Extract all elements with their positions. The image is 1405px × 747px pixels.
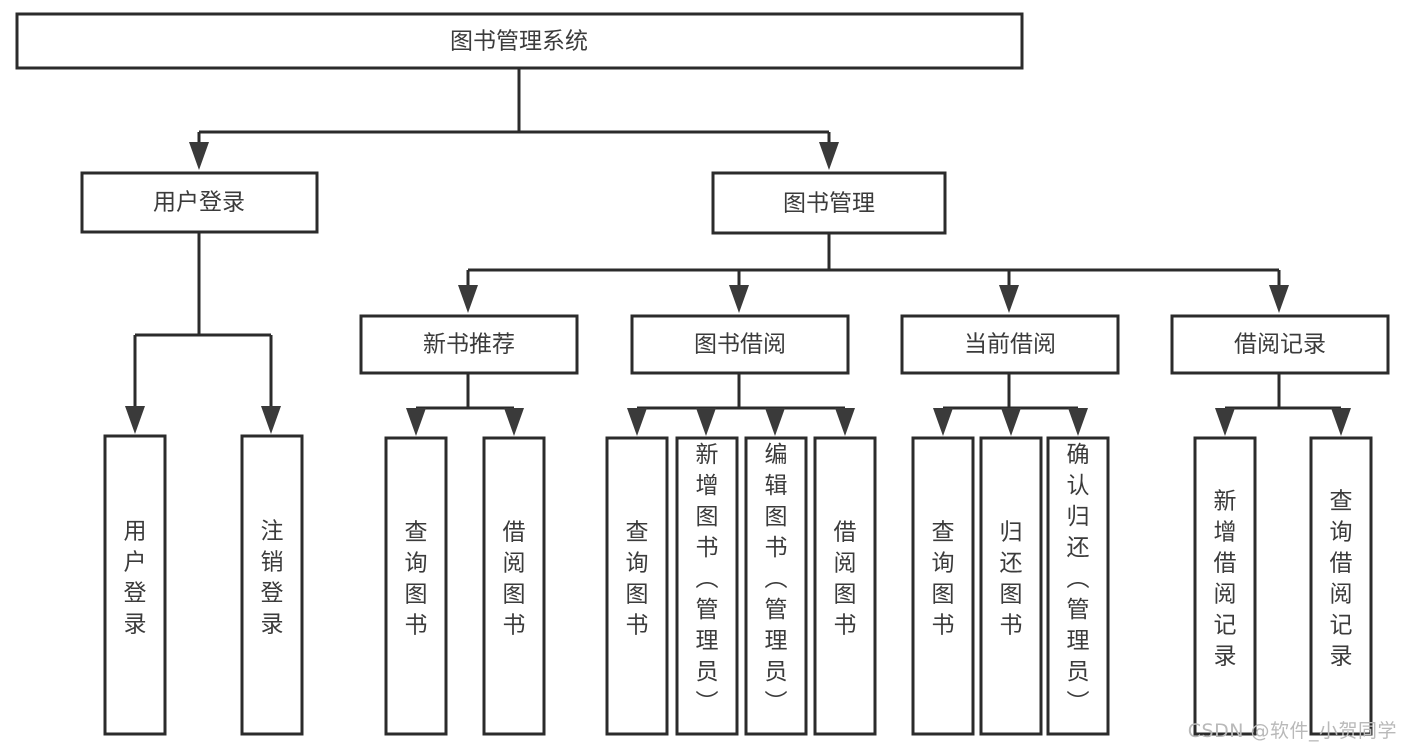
leaf-user-login-1-label: 用户登录 bbox=[124, 519, 147, 638]
leaf-recommend-1-box bbox=[384, 436, 448, 736]
leaf-recommend-1[interactable]: 查询图书 bbox=[384, 436, 448, 736]
arrowhead-recommend-leaf-1 bbox=[406, 408, 426, 436]
leaf-current-borrow-3-box bbox=[1046, 436, 1110, 736]
leaf-book-borrow-1-box bbox=[605, 436, 669, 736]
node-current-borrow[interactable]: 当前借阅 bbox=[900, 314, 1120, 375]
leaf-book-borrow-4[interactable]: 借阅图书 bbox=[813, 436, 877, 736]
leaf-current-borrow-2-box bbox=[979, 436, 1043, 736]
arrowhead-root-to-user-login bbox=[189, 142, 209, 170]
leaf-user-login-2-box bbox=[240, 434, 304, 736]
leaf-book-borrow-2[interactable]: 新增图书︵管理员︶ bbox=[675, 436, 739, 736]
node-borrow-record-box bbox=[1170, 314, 1390, 375]
leaf-borrow-record-2-box bbox=[1309, 436, 1373, 736]
node-root-system-label: 图书管理系统 bbox=[450, 29, 588, 55]
leaf-borrow-record-1[interactable]: 新增借阅记录 bbox=[1193, 436, 1257, 736]
node-user-login-box bbox=[80, 171, 319, 234]
node-user-login-label: 用户登录 bbox=[153, 190, 245, 216]
leaf-user-login-1[interactable]: 用户登录 bbox=[103, 434, 167, 736]
arrowhead-current-leaf-2 bbox=[1001, 408, 1021, 436]
leaf-current-borrow-1[interactable]: 查询图书 bbox=[911, 436, 975, 736]
node-book-borrow-box bbox=[630, 314, 850, 375]
leaf-book-borrow-4-label: 借阅图书 bbox=[834, 520, 857, 639]
node-root-system-box bbox=[15, 12, 1024, 70]
leaf-book-borrow-3-box bbox=[744, 436, 808, 736]
arrowhead-record-leaf-1 bbox=[1215, 408, 1235, 436]
node-current-borrow-box bbox=[900, 314, 1120, 375]
arrowhead-borrow-leaf-2 bbox=[696, 408, 716, 436]
leaf-recommend-2-box bbox=[482, 436, 546, 736]
node-book-manage-box bbox=[711, 171, 947, 235]
node-user-login[interactable]: 用户登录 bbox=[80, 171, 319, 234]
leaf-book-borrow-1-label: 查询图书 bbox=[626, 520, 649, 639]
arrowhead-userlogin-leaf-1 bbox=[125, 406, 145, 434]
leaf-current-borrow-2-label: 归还图书 bbox=[1000, 520, 1023, 639]
leaf-book-borrow-3-label: 编辑图书︵管理员︶ bbox=[765, 442, 788, 716]
node-root-system[interactable]: 图书管理系统 bbox=[15, 12, 1024, 70]
arrowhead-userlogin-leaf-2 bbox=[261, 406, 281, 434]
leaf-recommend-1-label: 查询图书 bbox=[405, 520, 428, 639]
node-book-borrow-label: 图书借阅 bbox=[694, 332, 786, 358]
leaf-borrow-record-1-box bbox=[1193, 436, 1257, 736]
arrowhead-bookmanage-to-record bbox=[1269, 285, 1289, 313]
leaf-current-borrow-3-label: 确认归还︵管理员︶ bbox=[1067, 442, 1090, 716]
leaf-borrow-record-1-label: 新增借阅记录 bbox=[1214, 489, 1237, 670]
node-book-manage[interactable]: 图书管理 bbox=[711, 171, 947, 235]
leaf-borrow-record-2-label: 查询借阅记录 bbox=[1330, 489, 1353, 670]
node-book-borrow[interactable]: 图书借阅 bbox=[630, 314, 850, 375]
arrowhead-root-to-book-manage bbox=[819, 142, 839, 170]
leaf-current-borrow-1-box bbox=[911, 436, 975, 736]
arrowhead-bookmanage-to-borrow bbox=[729, 285, 749, 313]
arrowhead-current-leaf-3 bbox=[1068, 408, 1088, 436]
leaf-user-login-2-label: 注销登录 bbox=[261, 519, 284, 638]
leaf-book-borrow-1[interactable]: 查询图书 bbox=[605, 436, 669, 736]
arrowhead-bookmanage-to-recommend bbox=[458, 285, 478, 313]
node-new-book-recommend-label: 新书推荐 bbox=[423, 332, 515, 358]
leaf-user-login-1-box bbox=[103, 434, 167, 736]
node-new-book-recommend-box bbox=[359, 314, 579, 375]
node-borrow-record[interactable]: 借阅记录 bbox=[1170, 314, 1390, 375]
arrowhead-borrow-leaf-3 bbox=[765, 408, 785, 436]
leaf-book-borrow-2-label: 新增图书︵管理员︶ bbox=[696, 442, 719, 716]
node-borrow-record-label: 借阅记录 bbox=[1234, 332, 1326, 358]
leaf-recommend-2[interactable]: 借阅图书 bbox=[482, 436, 546, 736]
leaf-book-borrow-4-box bbox=[813, 436, 877, 736]
leaf-book-borrow-3[interactable]: 编辑图书︵管理员︶ bbox=[744, 436, 808, 736]
arrowhead-bookmanage-to-current bbox=[999, 285, 1019, 313]
leaf-recommend-2-label: 借阅图书 bbox=[503, 520, 526, 639]
node-current-borrow-label: 当前借阅 bbox=[964, 332, 1056, 358]
node-new-book-recommend[interactable]: 新书推荐 bbox=[359, 314, 579, 375]
leaf-borrow-record-2[interactable]: 查询借阅记录 bbox=[1309, 436, 1373, 736]
arrowhead-recommend-leaf-2 bbox=[504, 408, 524, 436]
leaf-book-borrow-2-box bbox=[675, 436, 739, 736]
arrowhead-current-leaf-1 bbox=[933, 408, 953, 436]
arrowhead-borrow-leaf-1 bbox=[627, 408, 647, 436]
leaf-current-borrow-2[interactable]: 归还图书 bbox=[979, 436, 1043, 736]
arrowhead-borrow-leaf-4 bbox=[835, 408, 855, 436]
leaf-current-borrow-1-label: 查询图书 bbox=[932, 520, 955, 639]
arrowhead-record-leaf-2 bbox=[1331, 408, 1351, 436]
node-book-manage-label: 图书管理 bbox=[783, 191, 875, 217]
csdn-watermark: CSDN @软件_小贺同学 bbox=[1187, 720, 1397, 742]
arrowheads-group bbox=[125, 142, 1351, 436]
leaf-user-login-2[interactable]: 注销登录 bbox=[240, 434, 304, 736]
leaf-current-borrow-3[interactable]: 确认归还︵管理员︶ bbox=[1046, 436, 1110, 736]
